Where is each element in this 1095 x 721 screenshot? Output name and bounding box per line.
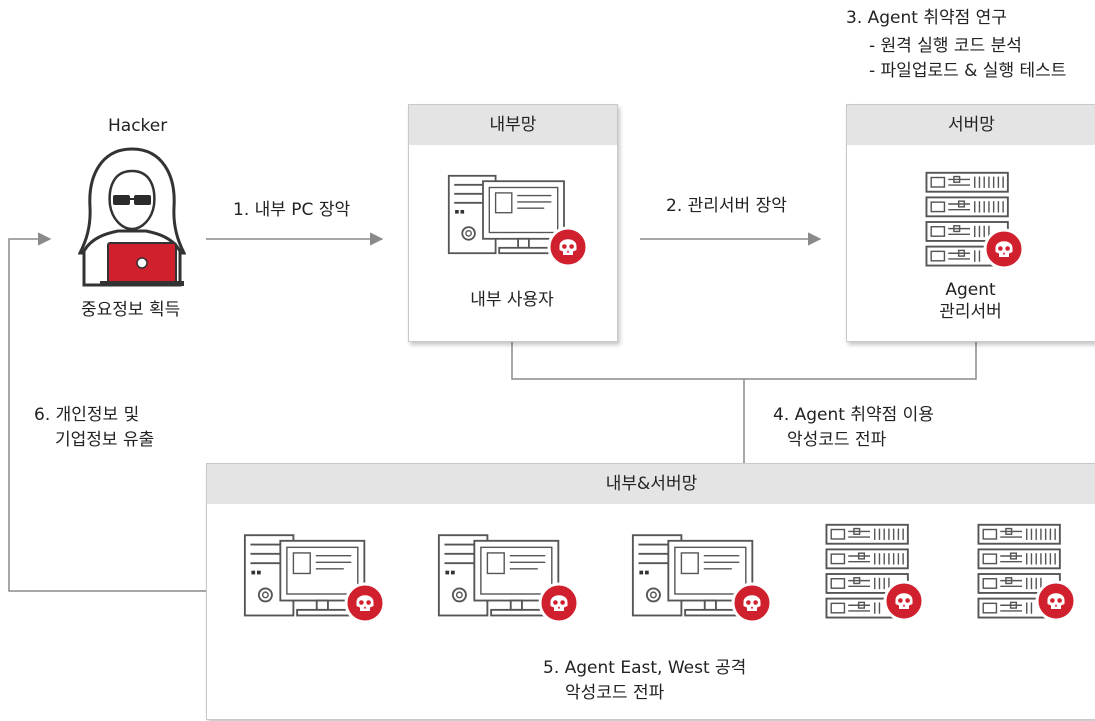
server-network-header: 서버망	[847, 105, 1095, 145]
internal-skull-icon	[547, 226, 589, 268]
hacker-icon	[78, 147, 186, 287]
step2-label: 2. 관리서버 장악	[666, 196, 787, 216]
step4-line2: 악성코드 전파	[787, 430, 887, 450]
step5-line1: 5. Agent East, West 공격	[543, 658, 747, 678]
hacker-caption: 중요정보 획득	[81, 300, 181, 320]
internal-caption: 내부 사용자	[470, 290, 554, 310]
skull-badge-icon	[883, 580, 925, 622]
hacker-label: Hacker	[108, 116, 168, 136]
skull-badge-icon	[1035, 580, 1077, 622]
internal-network-box: 내부망	[408, 104, 618, 342]
server-skull-icon	[983, 228, 1025, 270]
skull-badge-icon	[344, 582, 386, 624]
step3-item-1: - 원격 실행 코드 분석	[869, 36, 1022, 56]
step4-line1: 4. Agent 취약점 이용	[773, 405, 934, 425]
step5-line2: 악성코드 전파	[565, 683, 665, 703]
server-caption-line2: 관리서버	[939, 302, 1002, 322]
arrow-step6	[8, 232, 206, 592]
step3-title: 3. Agent 취약점 연구	[846, 8, 1007, 28]
connector-step4	[511, 341, 977, 380]
step6-line1: 6. 개인정보 및	[34, 405, 140, 425]
step6-line2: 기업정보 유출	[55, 430, 155, 450]
server-caption-line1: Agent	[945, 280, 996, 300]
step3-item-2: - 파일업로드 & 실행 테스트	[869, 61, 1067, 81]
internal-network-header: 내부망	[409, 105, 617, 145]
skull-badge-icon	[538, 582, 580, 624]
step1-label: 1. 내부 PC 장악	[233, 200, 351, 220]
combined-network-header: 내부&서버망	[207, 464, 1095, 504]
skull-badge-icon	[731, 582, 773, 624]
